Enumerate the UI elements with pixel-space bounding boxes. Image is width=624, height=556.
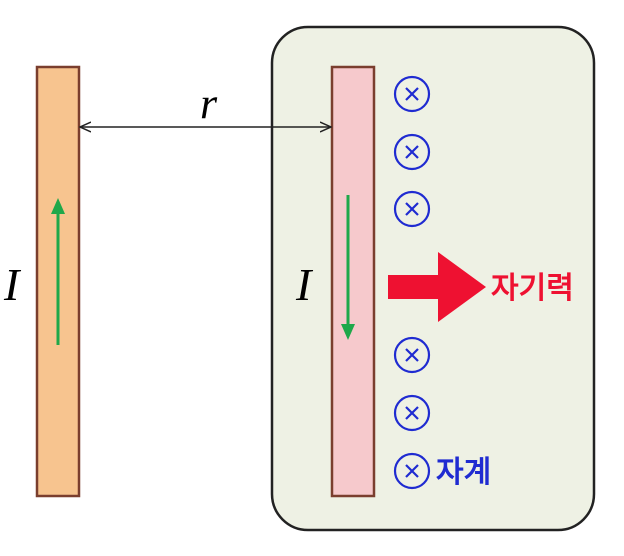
- field-symbol-icon: [393, 452, 431, 490]
- current-label-left: I: [3, 259, 22, 310]
- field-label: 자계: [436, 455, 491, 490]
- field-symbol-icon: [393, 336, 431, 374]
- field-symbol-icon: [393, 75, 431, 113]
- current-label-right: I: [295, 259, 314, 310]
- force-arrow-icon: [388, 252, 486, 322]
- field-symbol-icon: [393, 394, 431, 432]
- distance-label: r: [200, 79, 218, 128]
- right-current-arrow-icon: [341, 195, 355, 340]
- field-symbol-icon: [393, 133, 431, 171]
- right-wire: [330, 65, 376, 498]
- left-current-arrow-icon: [51, 198, 65, 345]
- field-symbol-icon: [393, 190, 431, 228]
- force-label: 자기력: [491, 271, 574, 306]
